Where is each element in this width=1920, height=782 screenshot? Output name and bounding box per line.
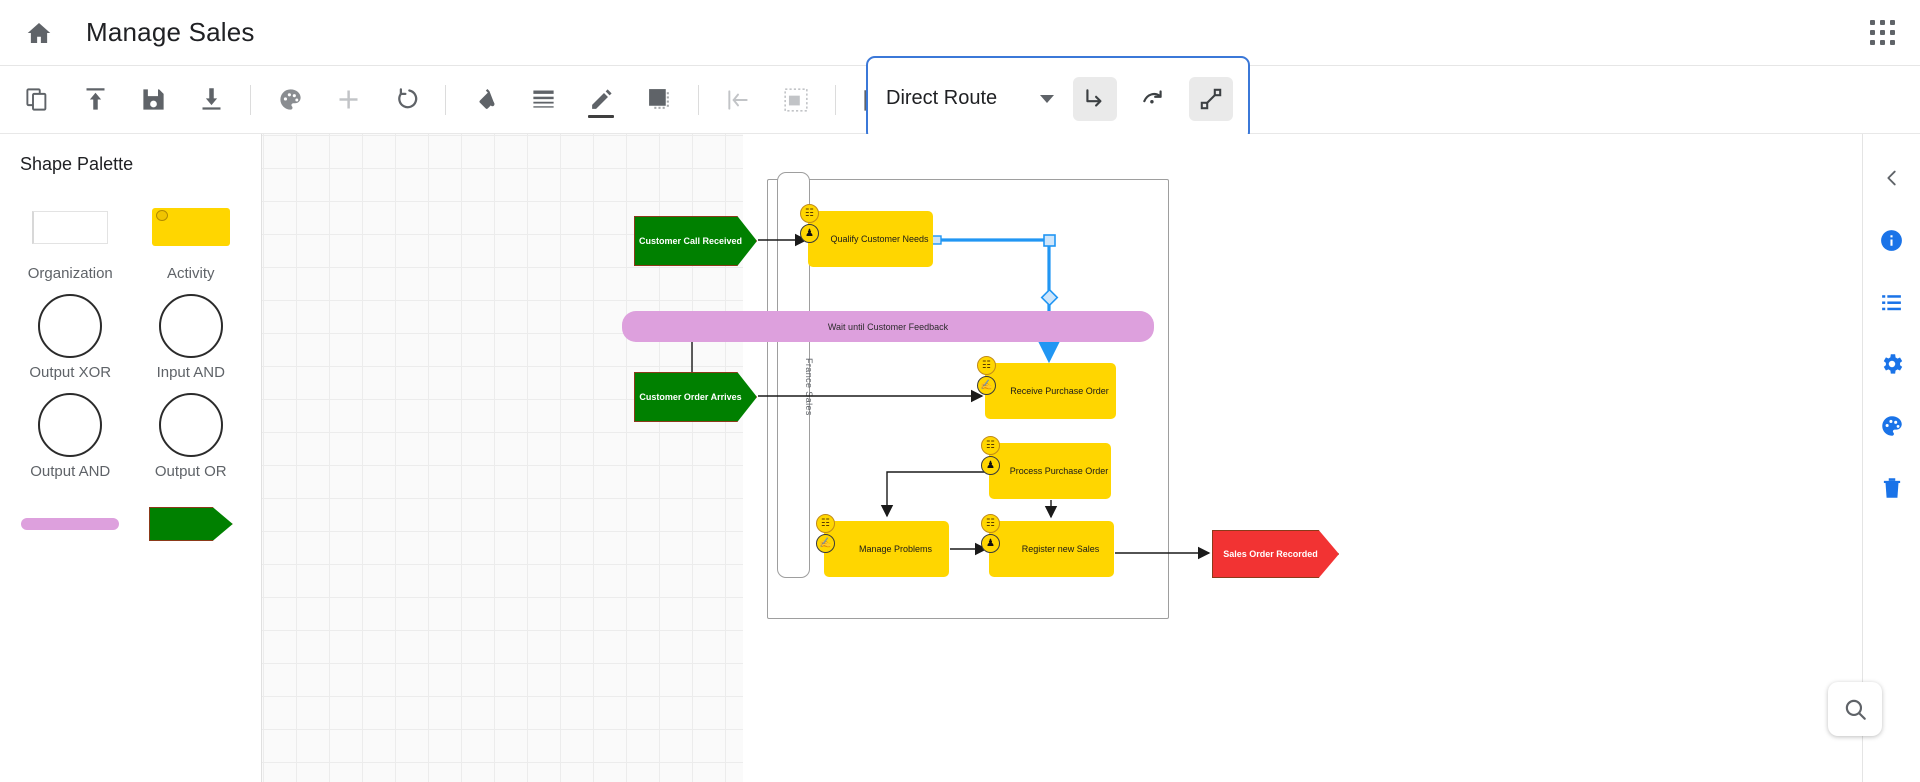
event-shape-icon: [131, 488, 252, 560]
activity-icon-group: ☷ ♟: [981, 514, 1000, 553]
plus-icon[interactable]: [326, 78, 370, 122]
circle-shape-icon: [131, 389, 252, 461]
right-rail: [1862, 134, 1920, 782]
circle-shape-icon: [10, 389, 131, 461]
activity-qualify-customer-needs[interactable]: ☷ ♟ Qualify Customer Needs: [800, 204, 933, 267]
palette-item-label: Output XOR: [29, 364, 112, 381]
upload-button[interactable]: [73, 78, 117, 122]
activity-icon-group: ☷ ✍: [816, 514, 835, 553]
activity-label: Qualify Customer Needs: [830, 234, 929, 244]
toolbar-divider: [250, 84, 251, 115]
activity-icon-group: ☷ ♟: [800, 204, 819, 243]
document-icon: ☷: [981, 514, 1000, 533]
align-left-icon[interactable]: [716, 78, 760, 122]
document-icon: ☷: [800, 204, 819, 223]
palette-item-label: Organization: [27, 265, 113, 282]
activity-label: Receive Purchase Order: [1010, 386, 1109, 396]
shadow-square-icon[interactable]: [637, 78, 681, 122]
activity-icon-group: ☷ ✍: [977, 356, 996, 395]
toolbar-divider: [835, 84, 836, 115]
apps-grid-icon[interactable]: [1868, 18, 1898, 48]
palette-item-output-or[interactable]: Output OR: [131, 389, 252, 480]
organization-shape-icon: [10, 191, 131, 263]
home-icon[interactable]: [24, 18, 54, 48]
pencil-icon[interactable]: [579, 78, 623, 122]
palette-icon[interactable]: [1872, 406, 1912, 446]
person-icon: ♟: [800, 224, 819, 243]
download-button[interactable]: [189, 78, 233, 122]
event-label: Sales Order Recorded: [1223, 549, 1318, 559]
palette-item-organization[interactable]: Organization: [10, 191, 131, 282]
palette-item-wait[interactable]: [10, 488, 131, 562]
event-customer-call-received[interactable]: Customer Call Received: [634, 216, 757, 266]
event-customer-order-arrives[interactable]: Customer Order Arrives: [634, 372, 757, 422]
activity-shape-icon: [131, 191, 252, 263]
direct-route-button[interactable]: [1189, 76, 1233, 121]
activity-process-purchase-order[interactable]: ☷ ♟ Process Purchase Order: [981, 436, 1111, 499]
floppy-save-icon[interactable]: [131, 78, 175, 122]
app-header: Manage Sales: [0, 0, 1920, 66]
hand-icon: ✍: [977, 376, 996, 395]
event-label: Customer Order Arrives: [639, 392, 742, 402]
toolbar-divider: [698, 84, 699, 115]
palette-item-label: Output OR: [154, 463, 227, 480]
wait-bar[interactable]: Wait until Customer Feedback: [622, 311, 1154, 342]
lane-label: France Sales: [804, 358, 814, 416]
palette-title: Shape Palette: [20, 154, 134, 174]
lines-icon[interactable]: [521, 78, 565, 122]
wait-shape-icon: [10, 488, 131, 560]
toolbar-divider: [445, 84, 446, 115]
document-icon: ☷: [816, 514, 835, 533]
palette-item-label: Input AND: [156, 364, 225, 381]
person-icon: ♟: [981, 534, 1000, 553]
palette-item-output-xor[interactable]: Output XOR: [10, 290, 131, 381]
trash-icon[interactable]: [1872, 468, 1912, 508]
circle-shape-icon: [131, 290, 252, 362]
document-icon: ☷: [977, 356, 996, 375]
route-type-select[interactable]: Direct Route: [868, 58, 1066, 139]
diagram-content: France Sales: [262, 134, 1510, 782]
diagram-canvas[interactable]: France Sales: [262, 134, 1510, 782]
palette-item-label: Activity: [166, 265, 215, 282]
activity-icon-group: ☷ ♟: [981, 436, 1000, 475]
route-type-value: Direct Route: [886, 87, 998, 109]
route-control-group: Direct Route: [866, 56, 1250, 141]
document-icon: ☷: [981, 436, 1000, 455]
list-icon[interactable]: [1872, 282, 1912, 322]
info-circle-icon[interactable]: [1872, 220, 1912, 260]
hand-icon: ✍: [816, 534, 835, 553]
copy-button[interactable]: [15, 78, 59, 122]
curved-route-button[interactable]: [1131, 77, 1175, 121]
palette-item-output-and[interactable]: Output AND: [10, 389, 131, 480]
orthogonal-route-button[interactable]: [1073, 76, 1117, 121]
chevron-down-icon[interactable]: [1040, 94, 1054, 103]
event-sales-order-recorded[interactable]: Sales Order Recorded: [1212, 530, 1339, 578]
event-label: Customer Call Received: [638, 236, 743, 246]
palette-item-activity[interactable]: Activity: [131, 191, 252, 282]
shape-palette-panel: Shape Palette Organization Activity Outp…: [0, 134, 262, 782]
palette-item-input-and[interactable]: Input AND: [131, 290, 252, 381]
palette-item-label: Output AND: [30, 463, 111, 480]
activity-label: Manage Problems: [858, 544, 933, 554]
activity-receive-purchase-order[interactable]: ☷ ✍ Receive Purchase Order: [977, 356, 1116, 419]
page-title: Manage Sales: [86, 17, 255, 47]
activity-register-new-sales[interactable]: ☷ ♟ Register new Sales: [981, 514, 1114, 577]
palette-item-event[interactable]: [131, 488, 252, 562]
activity-label: Register new Sales: [1021, 544, 1100, 554]
circle-shape-icon: [10, 290, 131, 362]
paint-bucket-icon[interactable]: [463, 78, 507, 122]
palette-icon[interactable]: [268, 78, 312, 122]
undo-icon[interactable]: [384, 78, 428, 122]
palette-grid: Organization Activity Output XOR Input A…: [0, 191, 261, 562]
zoom-search-button[interactable]: [1828, 682, 1882, 736]
image-frame-icon[interactable]: [774, 78, 818, 122]
collapse-panel-button[interactable]: [1872, 158, 1912, 198]
activity-label: Process Purchase Order: [1009, 466, 1109, 476]
wait-bar-label: Wait until Customer Feedback: [827, 321, 949, 332]
gear-icon[interactable]: [1872, 344, 1912, 384]
activity-manage-problems[interactable]: ☷ ✍ Manage Problems: [816, 514, 949, 577]
person-icon: ♟: [981, 456, 1000, 475]
